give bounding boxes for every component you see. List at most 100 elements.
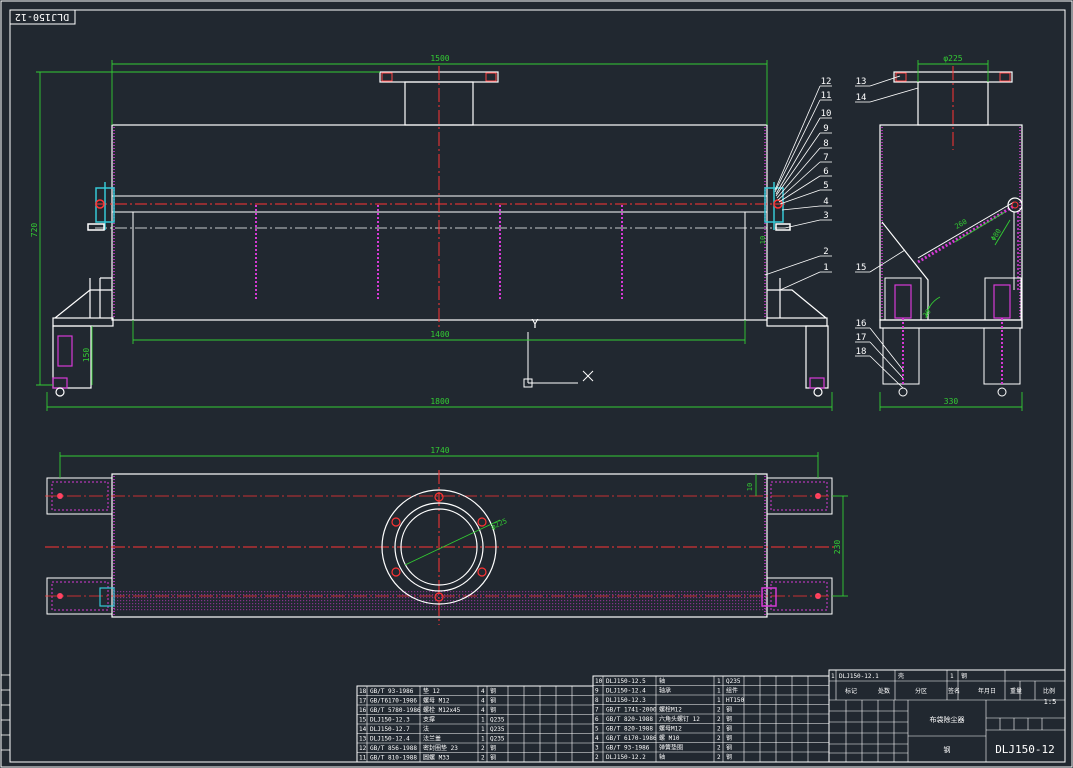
svg-text:DLJ150-12.1: DLJ150-12.1: [839, 673, 879, 680]
bom-cell: 轴承: [659, 687, 671, 695]
svg-text:分区: 分区: [915, 687, 927, 695]
front-dimensions: [36, 60, 833, 411]
bom-cell: 钢: [726, 734, 732, 742]
svg-text:1: 1: [950, 673, 954, 680]
bom-cell: 2: [717, 754, 721, 761]
bom-cell: 法: [423, 725, 429, 733]
front-view: Y X 1500 720 1400 1800 150 10: [30, 54, 833, 411]
bom-cell: GB/T 820-1988: [606, 726, 653, 733]
dim-top-10: 10: [746, 483, 754, 491]
side-balloons: 13 14 15 16 17 18: [856, 77, 867, 357]
bom-cell: 钢: [726, 753, 732, 761]
svg-text:年月日: 年月日: [978, 687, 996, 695]
dim-front-1800: 1800: [430, 397, 449, 406]
bom-cell: HT150: [726, 697, 744, 704]
bom-cell: 螺栓M12: [659, 706, 682, 714]
bom-cell: 2: [717, 716, 721, 723]
bom-cell: 4: [481, 698, 485, 705]
bom-cell: GB/T 93-1986: [370, 688, 414, 695]
dim-front-150: 150: [82, 348, 91, 363]
svg-text:钢: 钢: [961, 672, 967, 680]
dim-front-1400: 1400: [430, 330, 449, 339]
bom-cell: 1: [717, 697, 721, 704]
svg-text:处数: 处数: [878, 687, 890, 695]
bom-cell: 1: [481, 726, 485, 733]
ucs-icon: [523, 332, 594, 388]
bom-cell: GB/T 820-1988: [606, 716, 653, 723]
bom-cell: DLJ150-12.3: [370, 717, 410, 724]
bom-cell: 4: [481, 707, 485, 714]
svg-text:签名: 签名: [948, 687, 960, 695]
svg-text:15: 15: [856, 263, 867, 273]
axis-y-label: Y: [531, 317, 539, 331]
bom-cell: 7: [595, 707, 599, 714]
bom-cell: 3: [595, 745, 599, 752]
bom-cell: 钢: [490, 697, 496, 705]
top-view: 1740 φ225 230 10: [45, 446, 848, 625]
bom-cell: 18: [359, 688, 367, 695]
dim-side-angle: 30°: [921, 304, 935, 319]
bom-cell: 12: [359, 745, 367, 752]
left-margin-strip: [1, 674, 10, 751]
bom-cell: 1: [717, 678, 721, 685]
bom-cell: DLJ150-12.3: [606, 697, 646, 704]
bom-cell: DLJ150-12.2: [606, 754, 646, 761]
svg-text:14: 14: [856, 93, 867, 103]
bom-cell: Q235: [490, 717, 505, 724]
bom-cell: 螺 M10: [659, 734, 680, 742]
bom-cell: 钢: [726, 706, 732, 714]
bom-cell: 5: [595, 726, 599, 733]
svg-text:8: 8: [823, 139, 828, 149]
bom-cell: 10: [595, 678, 603, 685]
svg-text:5: 5: [823, 181, 828, 191]
bom-cell: GB/T 810-1988: [370, 755, 417, 762]
bom-cell: GB/T6170-1986: [370, 698, 417, 705]
bom-cell: 11: [359, 755, 367, 762]
dim-front-1500: 1500: [430, 54, 449, 63]
bom-cell: 圆螺 M33: [423, 754, 450, 762]
svg-text:重量: 重量: [1010, 687, 1022, 695]
side-body: [879, 124, 1023, 321]
bom-cell: 2: [595, 754, 599, 761]
svg-text:13: 13: [856, 77, 867, 87]
svg-text:12: 12: [821, 77, 832, 87]
bom-cell: 9: [595, 688, 599, 695]
svg-text:标记: 标记: [845, 687, 857, 695]
bom-cell: DLJ150-12.5: [606, 678, 646, 685]
dim-side-330: 330: [944, 397, 959, 406]
dim-top-1740: 1740: [430, 446, 449, 455]
bom-cell: 组件: [726, 687, 738, 695]
svg-text:11: 11: [821, 91, 832, 101]
bom-cell: Q235: [726, 678, 741, 685]
bom-cell: 8: [595, 697, 599, 704]
bom-cell: GB/T 856-1988: [370, 745, 417, 752]
scale-value: 1:5: [1044, 698, 1057, 706]
bom-cell: 2: [717, 745, 721, 752]
svg-text:1: 1: [831, 673, 835, 680]
bom-cell: 六角头螺钉 12: [659, 715, 700, 723]
top-flange-outer: [381, 489, 497, 605]
svg-text:2: 2: [823, 247, 828, 257]
svg-text:7: 7: [823, 153, 828, 163]
bom-cell: 钢: [490, 687, 496, 695]
bom-cell: 钢: [490, 744, 496, 752]
front-right-bearing: [764, 182, 791, 231]
top-flange-bolts: [391, 492, 487, 602]
drawing-number-rotated: DLJ150-12: [15, 11, 69, 22]
bom-cell: 钢: [726, 725, 732, 733]
bom-cell: 轴: [659, 753, 665, 761]
bom-cell: GB/T 5780-1986: [370, 707, 421, 714]
bom-cell: 2: [481, 745, 485, 752]
part-name: 布袋除尘器: [930, 715, 965, 724]
bom-cell: DLJ150-12.4: [606, 688, 646, 695]
drawing-number: DLJ150-12: [995, 743, 1055, 756]
bom-cell: 钢: [490, 706, 496, 714]
bom-cell: 弹簧垫圈: [659, 744, 683, 752]
bom-cell: 1: [481, 717, 485, 724]
svg-text:9: 9: [823, 124, 828, 134]
svg-text:18: 18: [856, 347, 867, 357]
bom-cell: 2: [717, 726, 721, 733]
bom-cell: 钢: [726, 744, 732, 752]
